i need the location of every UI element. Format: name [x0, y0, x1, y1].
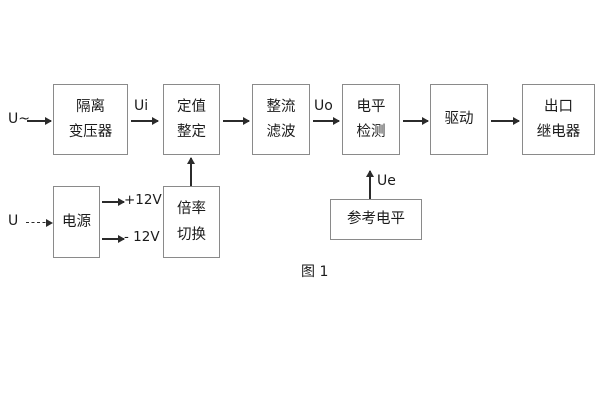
- block-ratio-switching[interactable]: 倍率 切换: [163, 186, 220, 258]
- block-level-detection[interactable]: 电平 检测: [342, 84, 400, 155]
- block-drive[interactable]: 驱动: [430, 84, 488, 155]
- arrow-drive-to-output-relay: [491, 120, 519, 122]
- arrow-level-detection-to-drive: [403, 120, 428, 122]
- block-output-relay[interactable]: 出口 继电器: [522, 84, 595, 155]
- ac-input-label: U~: [8, 111, 30, 127]
- block-setpoint-setting-line2: 整定: [177, 124, 206, 140]
- block-power-supply-line1: 电源: [62, 213, 91, 230]
- block-setpoint-setting[interactable]: 定值 整定: [163, 84, 220, 155]
- block-ratio-switching-line1: 倍率: [177, 201, 206, 217]
- rail-positive-label: +12V: [124, 192, 162, 208]
- block-level-detection-line1: 电平: [356, 98, 386, 115]
- signal-uo-label: Uo: [314, 98, 333, 114]
- arrow-isolation-transformer-to-setpoint-setting: [131, 120, 158, 122]
- block-power-supply[interactable]: 电源: [53, 186, 100, 258]
- rail-negative-label: - 12V: [124, 229, 160, 245]
- arrow-rail-negative: [102, 238, 124, 240]
- block-isolation-transformer-line2: 变压器: [68, 124, 113, 140]
- block-rectify-filter-line1: 整流: [266, 98, 296, 115]
- block-reference-level[interactable]: 参考电平: [330, 199, 422, 240]
- arrow-rectify-filter-to-level-detection: [313, 120, 339, 122]
- arrow-ac-input-to-isolation-transformer: [27, 120, 51, 122]
- arrow-reference-level-to-level-detection: [369, 171, 371, 199]
- block-rectify-filter[interactable]: 整流 滤波: [252, 84, 310, 155]
- signal-ue-label: Ue: [377, 173, 396, 189]
- block-setpoint-setting-line1: 定值: [177, 98, 206, 115]
- arrow-rail-positive: [102, 201, 124, 203]
- block-ratio-switching-line2: 切换: [177, 226, 206, 243]
- figure-caption: 图 1: [301, 264, 329, 280]
- block-rectify-filter-line2: 滤波: [266, 124, 296, 140]
- block-isolation-transformer-line1: 隔离: [76, 98, 105, 115]
- block-output-relay-line2: 继电器: [536, 124, 581, 140]
- signal-ui-label: Ui: [134, 98, 149, 114]
- arrow-setpoint-setting-to-rectify-filter: [223, 120, 249, 122]
- block-output-relay-line1: 出口: [544, 98, 573, 115]
- block-drive-line1: 驱动: [444, 111, 474, 128]
- block-level-detection-line2: 检测: [356, 124, 386, 140]
- arrow-dc-input-to-power-supply: [26, 222, 51, 223]
- arrow-ratio-switching-to-setpoint-setting: [190, 158, 192, 186]
- block-reference-level-line1: 参考电平: [347, 211, 405, 228]
- block-isolation-transformer[interactable]: 隔离 变压器: [53, 84, 128, 155]
- dc-input-label: U: [8, 213, 19, 229]
